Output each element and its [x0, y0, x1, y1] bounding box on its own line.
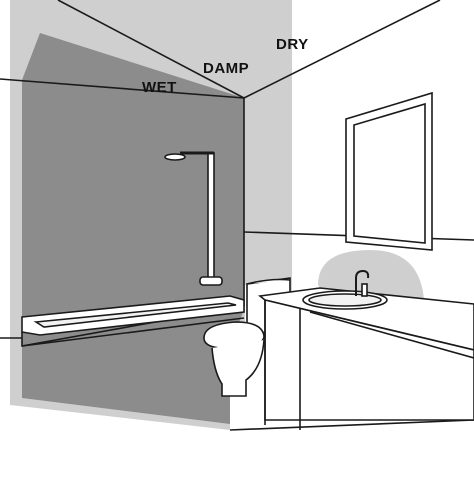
wet-zone-label: WET [142, 79, 177, 96]
shower-fixture [164, 151, 223, 286]
vanity [258, 269, 474, 430]
mirror [345, 91, 433, 251]
bathtub [21, 295, 245, 347]
damp-zone-label: DAMP [203, 60, 250, 77]
basin-damp-area [318, 250, 424, 300]
dry-zone-label: DRY [276, 36, 309, 53]
